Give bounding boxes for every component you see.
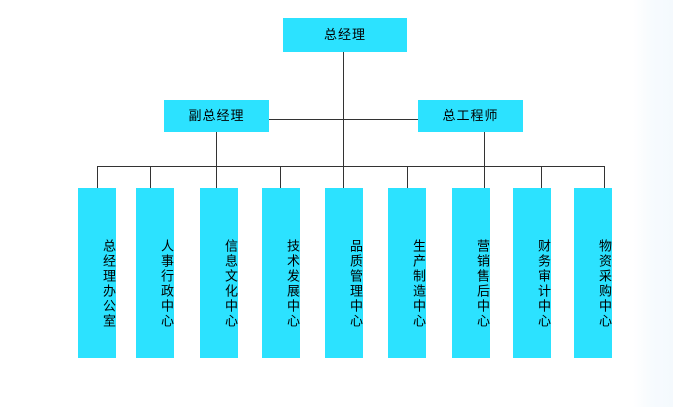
node-marketing-aftersales-center[interactable]: 营销售后中心 [452,188,490,358]
connector-drop-6 [407,166,408,188]
node-chief-engineer-label: 总工程师 [442,108,499,124]
node-general-manager-label: 总经理 [323,27,366,43]
node-production-manufacturing-center[interactable]: 生产制造中心 [388,188,426,358]
node-quality-management-center[interactable]: 品质管理中心 [325,188,363,358]
node-gm-office[interactable]: 总经理办公室 [78,188,116,358]
node-quality-management-center-label: 品质管理中心 [347,239,362,329]
connector-gm-to-bus [343,52,344,166]
node-marketing-aftersales-center-label: 营销售后中心 [474,239,489,329]
right-edge-gradient-band [633,0,673,407]
connector-drop-1 [97,166,98,188]
connector-deputy-gm-to-bus [216,132,217,166]
node-information-culture-center-label: 信息文化中心 [222,239,237,329]
node-hr-admin-center[interactable]: 人事行政中心 [136,188,174,358]
node-finance-audit-center[interactable]: 财务审计中心 [513,188,551,358]
node-general-manager[interactable]: 总经理 [283,18,407,52]
node-materials-procurement-center[interactable]: 物资采购中心 [574,188,612,358]
connector-drop-4 [280,166,281,188]
node-deputy-general-manager-label: 副总经理 [188,108,245,124]
node-technology-development-center-label: 技术发展中心 [284,239,299,329]
node-hr-admin-center-label: 人事行政中心 [158,239,173,329]
node-technology-development-center[interactable]: 技术发展中心 [262,188,300,358]
node-materials-procurement-center-label: 物资采购中心 [596,239,611,329]
connector-drop-9 [604,166,605,188]
connector-drop-3 [216,166,217,188]
connector-department-bus-bar [97,166,605,167]
connector-drop-2 [150,166,151,188]
connector-drop-7 [484,166,485,188]
node-finance-audit-center-label: 财务审计中心 [535,239,550,329]
connector-drop-5 [343,166,344,188]
node-information-culture-center[interactable]: 信息文化中心 [200,188,238,358]
connector-level2-horizontal [269,119,418,120]
node-gm-office-label: 总经理办公室 [100,239,115,329]
node-chief-engineer[interactable]: 总工程师 [418,100,523,132]
connector-drop-8 [541,166,542,188]
node-production-manufacturing-center-label: 生产制造中心 [410,239,425,329]
connector-chief-engineer-to-bus [484,132,485,166]
node-deputy-general-manager[interactable]: 副总经理 [164,100,269,132]
